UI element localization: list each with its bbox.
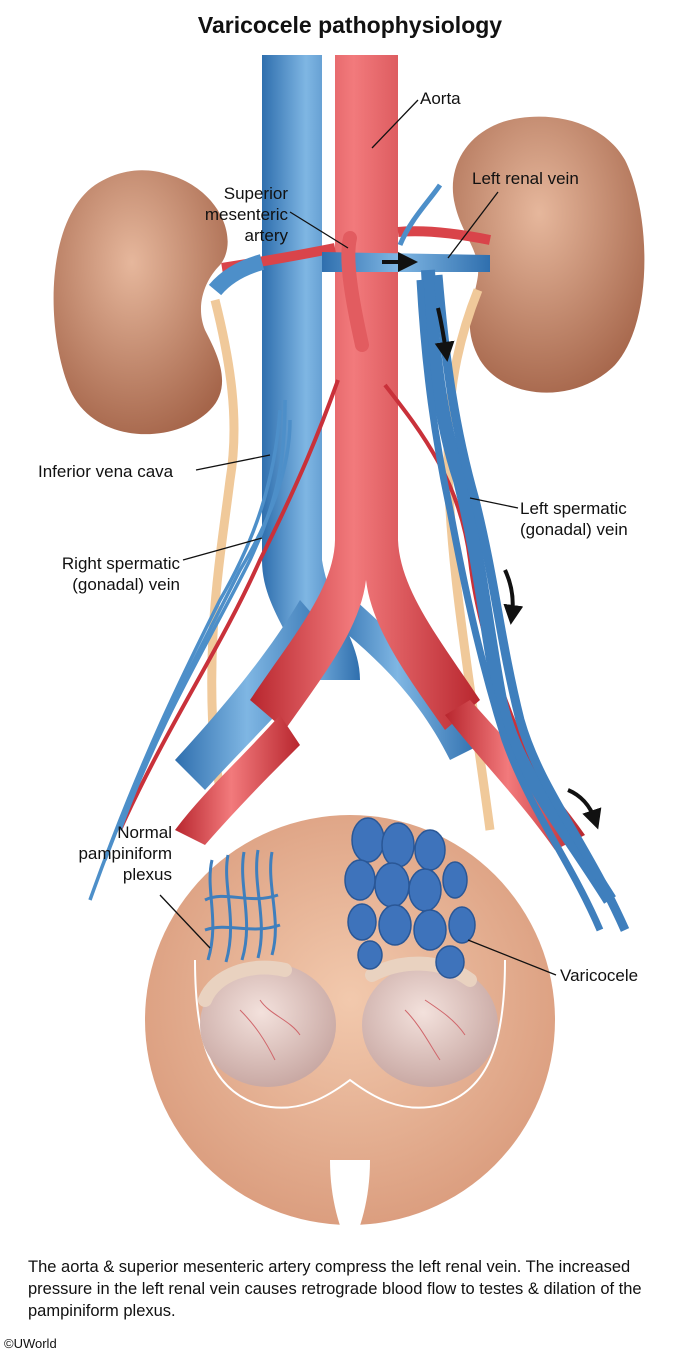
right-spermatic-vein	[88, 399, 292, 901]
normal-plexus-label: Normal pampiniform plexus	[78, 823, 172, 884]
right-iliac-artery	[175, 715, 300, 845]
sma-label: Superior mesenteric artery	[204, 184, 288, 245]
left-renal-artery	[397, 226, 491, 245]
aorta-label: Aorta	[420, 89, 461, 108]
normal-pampiniform-plexus	[204, 849, 281, 963]
flow-arrow-descending-1	[434, 307, 455, 362]
flow-arrow-descending-3	[567, 788, 602, 830]
leader-lines	[159, 99, 557, 976]
copyright: ©UWorld	[4, 1336, 57, 1351]
left-renal-vein-label: Left renal vein	[472, 169, 579, 188]
right-renal-vein	[208, 254, 265, 296]
varicocele-label: Varicocele	[560, 966, 639, 985]
right-kidney	[53, 170, 228, 435]
aorta	[250, 55, 480, 730]
flow-arrow-descending-2	[503, 569, 524, 625]
superior-mesenteric-artery	[341, 231, 369, 352]
varicocele-plexus	[344, 817, 476, 979]
scrotal-sac-outline	[194, 959, 506, 1109]
right-epididymis	[198, 960, 292, 1007]
right-testis	[200, 963, 336, 1087]
inferior-vena-cava	[262, 55, 360, 680]
caption: The aorta & superior mesenteric artery c…	[28, 1258, 642, 1320]
left-kidney	[452, 116, 645, 393]
left-spermatic-vein-label: Left spermatic (gonadal) vein	[520, 499, 628, 539]
right-ureter	[207, 298, 239, 801]
diagram-title: Varicocele pathophysiology	[197, 12, 503, 38]
left-testis	[362, 963, 498, 1087]
right-spermatic-vein-label: Right spermatic (gonadal) vein	[61, 554, 180, 594]
right-gonadal-artery	[118, 379, 340, 831]
left-spermatic-vein-bundle	[416, 269, 630, 932]
ivc-label: Inferior vena cava	[38, 462, 174, 481]
